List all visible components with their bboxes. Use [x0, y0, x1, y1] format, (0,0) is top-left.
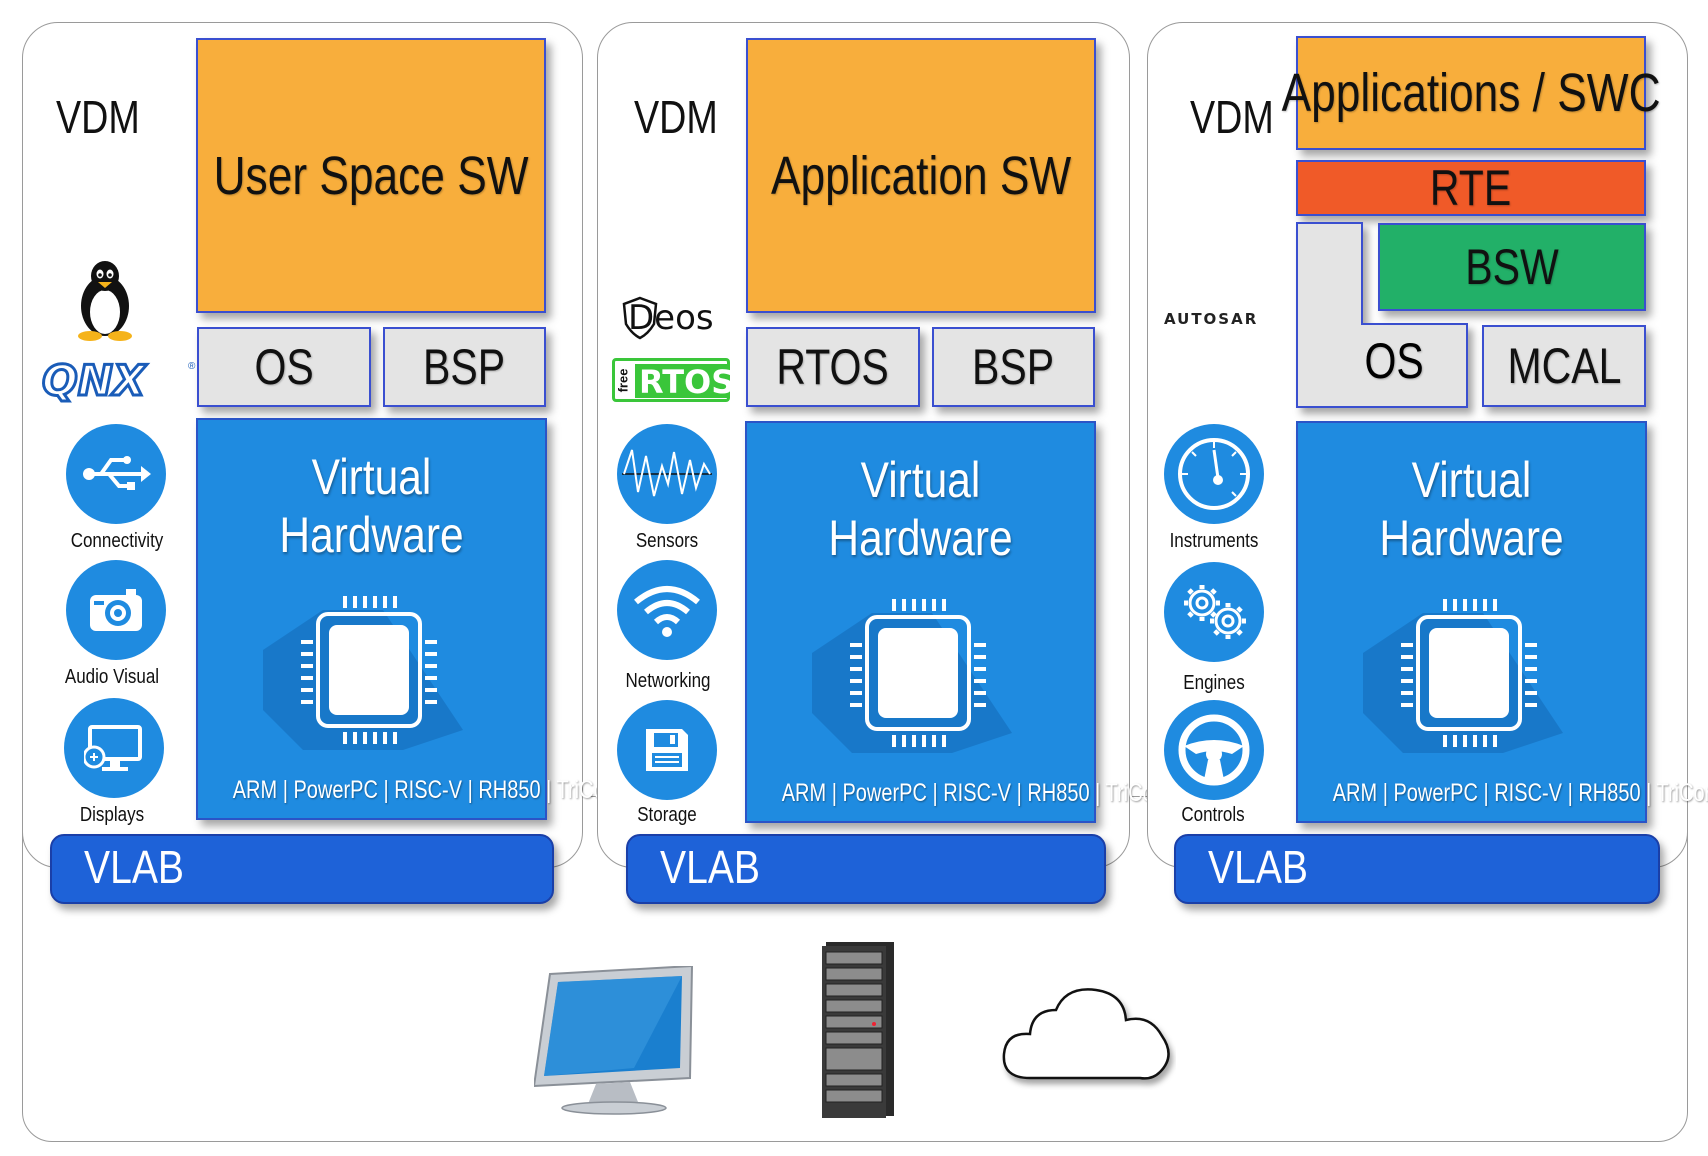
os-l-shape: [1296, 222, 1468, 408]
bsp-block: BSP: [383, 327, 546, 407]
vlab-bar-3: VLAB: [1174, 834, 1660, 904]
displays-caption: Displays: [79, 804, 145, 826]
virtual-label: Virtual: [1411, 452, 1532, 508]
os-block: OS: [197, 327, 371, 407]
vdm-label: VDM: [634, 91, 718, 143]
hardware-label: Hardware: [279, 507, 464, 563]
hardware-label: Hardware: [1379, 510, 1564, 566]
hardware-label: Hardware: [828, 510, 1013, 566]
autosar-logo: AUTOSAR: [1164, 310, 1259, 328]
desktop-monitor-icon: [534, 966, 694, 1115]
connectivity-icon-circle: [66, 424, 166, 524]
shield-icon: [622, 296, 658, 340]
bsp-block: BSP: [932, 327, 1095, 407]
virtual-hardware-title: Virtual Hardware: [1324, 451, 1619, 567]
cloud-icon: [1002, 988, 1170, 1080]
bsp-label: BSP: [423, 339, 506, 395]
vlab-label: VLAB: [1208, 841, 1308, 893]
networking-icon-circle: [617, 560, 717, 660]
engines-caption: Engines: [1183, 672, 1245, 694]
svg-text:®: ®: [188, 361, 196, 372]
application-sw-block: Application SW: [746, 38, 1096, 313]
gauge-icon: [1178, 438, 1250, 510]
connectivity-caption: Connectivity: [70, 530, 164, 552]
svg-text:QNX: QNX: [42, 356, 148, 405]
vdm-label: VDM: [1190, 91, 1274, 143]
vlab-label: VLAB: [84, 841, 184, 893]
bsw-block: BSW: [1378, 223, 1646, 311]
vlab-label: VLAB: [660, 841, 760, 893]
mcal-label: MCAL: [1507, 338, 1621, 394]
rte-block: RTE: [1296, 160, 1646, 216]
applications-swc-label: Applications / SWC: [1281, 63, 1661, 123]
sensors-icon-circle: [617, 424, 717, 524]
display-icon: [84, 725, 142, 771]
user-space-sw-block: User Space SW: [196, 38, 546, 313]
storage-caption: Storage: [637, 804, 697, 826]
bsp-label: BSP: [972, 339, 1055, 395]
architectures-label: ARM | PowerPC | RISC-V | RH850 | TriCore: [781, 779, 1172, 807]
vlab-bar-1: VLAB: [50, 834, 554, 904]
deos-logo: Deos: [622, 294, 722, 342]
os-l-block: OS: [1296, 222, 1468, 408]
vlab-bar-2: VLAB: [626, 834, 1106, 904]
os-label: OS: [254, 339, 314, 395]
qnx-logo: QNX ®: [41, 355, 197, 405]
virtual-hardware-block: Virtual Hardware ARM | PowerPC | RISC-V …: [745, 421, 1172, 823]
engines-icon-circle: [1164, 562, 1264, 662]
instruments-caption: Instruments: [1169, 530, 1259, 552]
rtos-block: RTOS: [746, 327, 920, 407]
rtos-label: RTOS: [776, 339, 890, 395]
storage-icon-circle: [617, 700, 717, 800]
controls-caption: Controls: [1181, 804, 1245, 826]
mcal-block: MCAL: [1482, 325, 1646, 407]
waveform-icon: [622, 449, 712, 497]
virtual-label: Virtual: [311, 449, 432, 505]
architectures-label: ARM | PowerPC | RISC-V | RH850 | TriCore: [232, 776, 623, 804]
freertos-logo: free RTOS: [612, 358, 734, 402]
vdm-label: VDM: [56, 91, 140, 143]
floppy-disk-icon: [646, 729, 688, 771]
chip-icon: [263, 596, 463, 750]
os-label: OS: [1364, 333, 1424, 389]
virtual-hardware-title: Virtual Hardware: [224, 448, 519, 564]
virtual-label: Virtual: [860, 452, 981, 508]
displays-icon-circle: [64, 698, 164, 798]
camera-icon: [90, 589, 142, 631]
architectures-label: ARM | PowerPC | RISC-V | RH850 | TriCore: [1332, 779, 1708, 807]
chip-icon: [1363, 599, 1563, 753]
rte-label: RTE: [1430, 160, 1512, 216]
networking-caption: Networking: [625, 670, 711, 692]
wifi-icon: [634, 586, 700, 637]
linux-tux-logo: [78, 261, 132, 341]
application-sw-label: Application SW: [770, 145, 1072, 206]
sensors-caption: Sensors: [635, 530, 699, 552]
audio-visual-icon-circle: [66, 560, 166, 660]
virtual-hardware-block: Virtual Hardware ARM | PowerPC | RISC-V …: [1296, 421, 1708, 823]
gears-icon: [1184, 585, 1246, 639]
user-space-sw-label: User Space SW: [213, 145, 529, 206]
usb-icon: [83, 456, 151, 490]
instruments-icon-circle: [1164, 424, 1264, 524]
bsw-label: BSW: [1465, 239, 1559, 295]
virtual-hardware-block: Virtual Hardware ARM | PowerPC | RISC-V …: [196, 418, 623, 820]
virtual-hardware-title: Virtual Hardware: [773, 451, 1068, 567]
controls-icon-circle: [1164, 700, 1264, 800]
chip-icon: [812, 599, 1012, 753]
audio-visual-caption: Audio Visual: [64, 666, 160, 688]
server-rack-icon: [822, 942, 894, 1118]
applications-swc-block: Applications / SWC: [1282, 36, 1660, 150]
steering-wheel-icon: [1178, 714, 1250, 786]
